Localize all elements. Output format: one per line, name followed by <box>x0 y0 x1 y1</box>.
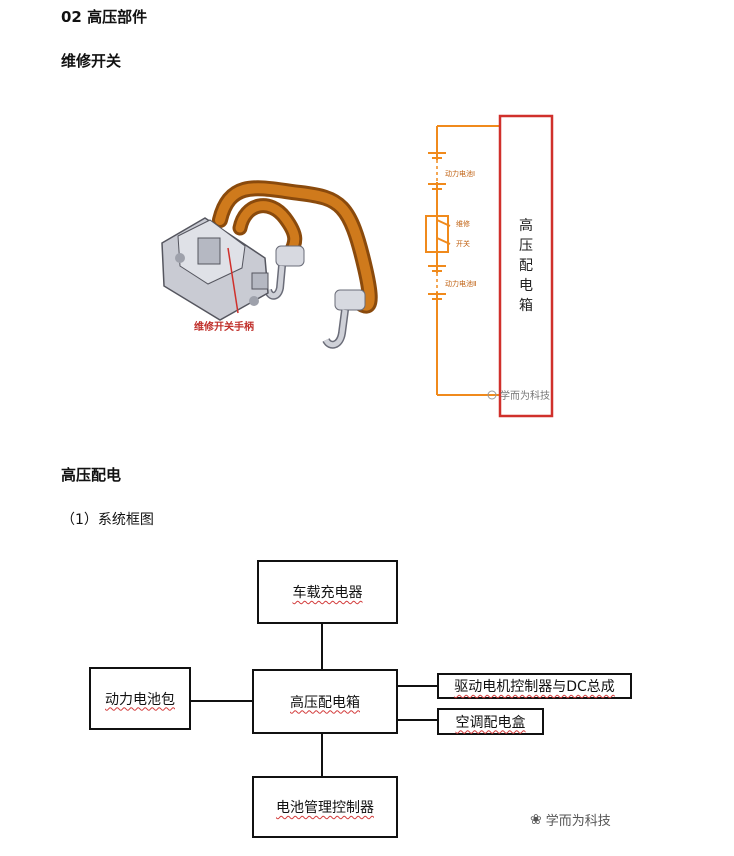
hv-box-rect <box>498 114 554 418</box>
maintenance-switch-heading: 维修开关 <box>61 52 122 70</box>
hv-distribution-heading: 高压配电 <box>61 466 122 484</box>
watermark-2: ❀ 学而为科技 <box>530 811 611 830</box>
line-battery-hv <box>191 700 252 702</box>
part-title: 02 高压部件 <box>61 8 148 26</box>
handle-label: 维修开关手柄 <box>194 320 254 333</box>
hv-box-label: 高压配电箱 <box>519 217 533 314</box>
switch-device-illustration <box>161 180 378 349</box>
line-hv-bms <box>321 734 323 777</box>
switch-label-1: 维修 <box>456 219 470 228</box>
hv-box: 高压配电箱 <box>252 669 398 734</box>
ac-box: 空调配电盒 <box>437 708 544 735</box>
battery-2-label: 动力电池Ⅱ <box>445 279 476 288</box>
motor-controller-box: 驱动电机控制器与DC总成 <box>437 673 632 699</box>
line-hv-ac <box>398 719 438 721</box>
watermark-1: 学而为科技 <box>500 389 550 402</box>
charger-box: 车载充电器 <box>257 560 398 624</box>
wechat-icon: ❀ <box>530 811 542 828</box>
battery-pack-box: 动力电池包 <box>89 667 191 730</box>
battery-1-label: 动力电池Ⅰ <box>445 169 475 178</box>
bms-box: 电池管理控制器 <box>252 776 398 838</box>
line-hv-motor <box>398 685 438 687</box>
maintenance-switch-figure: 维修开关手柄 动力电池Ⅰ 维修 开关 动力电池Ⅱ 高压配电箱 学而为科技 <box>161 114 554 418</box>
switch-label-2: 开关 <box>456 239 470 248</box>
system-block-diagram-heading: （1）系统框图 <box>61 512 154 528</box>
line-charger-hv <box>321 624 323 670</box>
